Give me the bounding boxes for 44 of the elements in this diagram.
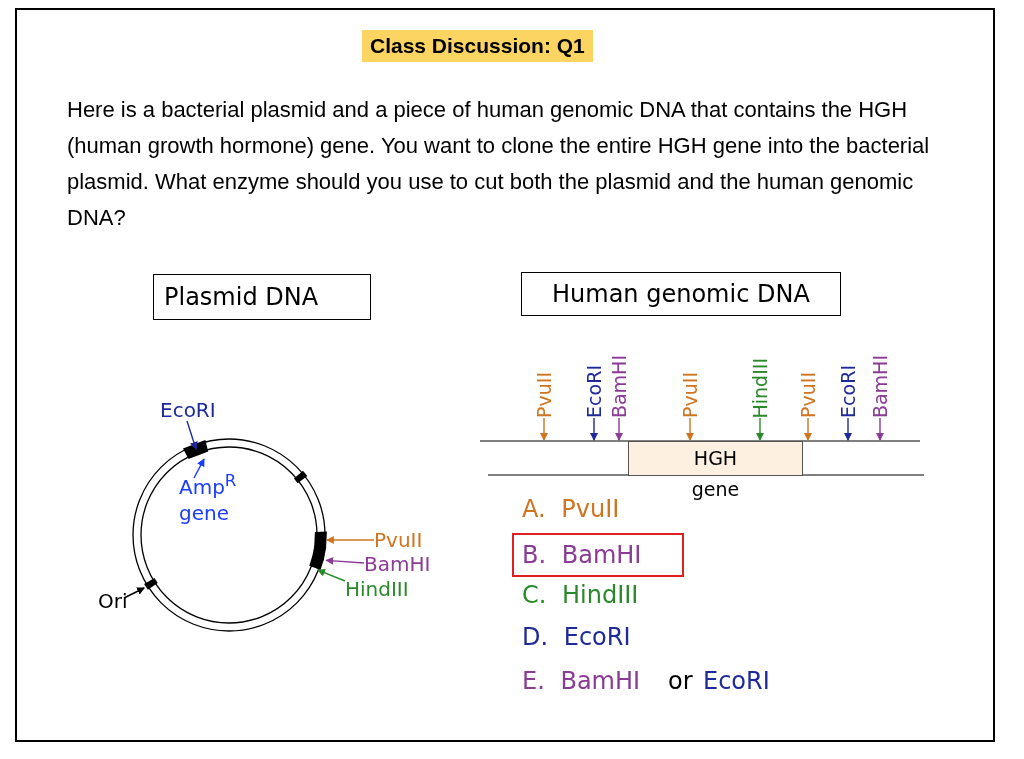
answer-option: D. EcoRI — [522, 623, 631, 651]
leader-line — [615, 417, 623, 441]
enzyme-label: BamHI — [871, 354, 890, 418]
leader-line — [325, 536, 375, 544]
answer-option: E. BamHI — [522, 667, 641, 695]
origin-label: Ori — [98, 588, 128, 614]
enzyme-label: PvuII — [535, 372, 554, 418]
leader-line — [123, 587, 145, 599]
restriction-site-block — [144, 578, 158, 590]
leader-line — [876, 417, 884, 441]
heading-box: Plasmid DNA — [153, 274, 372, 320]
enzyme-label: PvuII — [374, 527, 423, 553]
answer-option: or — [668, 667, 693, 695]
enzyme-label: BamHI — [364, 551, 431, 577]
leader-line — [590, 417, 598, 441]
enzyme-label: BamHI — [610, 354, 629, 418]
question-text: Here is a bacterial plasmid and a piece of human genomic DNA that contains the HGH (human growth hormone) gene. You want to clone the entire HGH gene into the bacterial plasmid. What enzyme should you use to cut both the plasmid and the human genomic DNA? — [67, 96, 931, 232]
leader-line — [844, 417, 852, 441]
leader-line — [186, 420, 198, 450]
answer-highlight: B. BamHI — [512, 533, 684, 577]
enzyme-label: HindIII — [751, 357, 770, 418]
enzyme-label: EcoRI — [585, 365, 604, 418]
slide-title: Class Discussion: Q1 — [362, 30, 593, 62]
answer-option: A. PvuII — [522, 495, 620, 523]
restriction-site-block — [183, 439, 209, 460]
leader-line — [540, 417, 548, 441]
gene-label: gene — [690, 478, 741, 500]
leader-line — [756, 417, 764, 441]
leader-line — [804, 417, 812, 441]
leader-line — [317, 569, 346, 582]
leader-line — [325, 556, 365, 565]
enzyme-label: PvuII — [681, 372, 700, 418]
answer-option: EcoRI — [703, 667, 770, 695]
enzyme-label: EcoRI — [160, 397, 216, 423]
leader-line — [686, 417, 694, 441]
enzyme-label: EcoRI — [839, 365, 858, 418]
answer-option: C. HindIII — [522, 581, 639, 609]
enzyme-label: HindIII — [345, 576, 409, 602]
enzyme-label: PvuII — [799, 372, 818, 418]
restriction-site-block — [309, 555, 325, 571]
heading-box: Human genomic DNA — [521, 272, 841, 316]
gene-label: Amp$^{R}$ gene — [179, 470, 259, 526]
gene-segment: HGH — [628, 441, 803, 476]
leader-line — [193, 458, 205, 479]
